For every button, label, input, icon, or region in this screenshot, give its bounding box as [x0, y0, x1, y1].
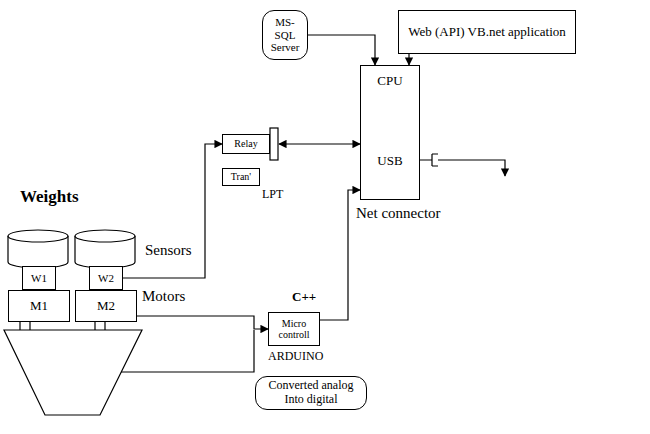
weight-cylinder-top: [75, 230, 135, 242]
node-text: M1: [30, 299, 48, 314]
node-text: Converted analog Into digital: [259, 379, 363, 407]
lpt-port: [270, 128, 278, 160]
usb-wire: [438, 160, 505, 176]
node-text: Micro controll: [272, 318, 316, 341]
node-text: Web (API) VB.net application: [408, 25, 566, 40]
connector: [408, 54, 409, 65]
note-box: Converted analog Into digital: [255, 376, 367, 410]
weight-cylinder-top: [8, 230, 68, 242]
microcontroller-box: Micro controll: [268, 312, 320, 346]
language-label: C++: [292, 290, 316, 304]
node-text: CPU: [377, 74, 402, 89]
connector: [123, 144, 222, 278]
motor-box: M1: [8, 290, 70, 322]
port-label: LPT: [262, 188, 283, 201]
node-text: Relay: [234, 138, 257, 150]
node-text: W1: [31, 272, 47, 285]
application-box: Web (API) VB.net application: [398, 10, 576, 54]
sensor-box: W2: [89, 266, 123, 290]
usb-symbol: [420, 154, 438, 166]
motor-shaft: [104, 322, 105, 330]
connector: [137, 316, 268, 329]
motor-shaft: [94, 322, 95, 330]
node-text: M2: [97, 299, 115, 314]
sensor-wire: [121, 330, 254, 372]
connector: [320, 190, 360, 320]
node-text: USB: [377, 154, 402, 169]
relay-box: Relay: [222, 134, 270, 154]
group-label: Weights: [20, 188, 79, 207]
motor-box: M2: [75, 290, 137, 322]
sensor-box: W1: [22, 266, 56, 290]
part-label: Sensors: [145, 242, 192, 259]
connector: [308, 35, 375, 65]
node-text: Tran': [231, 171, 251, 183]
database-box: MS- SQL Server: [262, 10, 308, 60]
node-text: W2: [98, 272, 114, 285]
transformer-box: Tran': [222, 168, 260, 186]
node-text: MS- SQL Server: [266, 16, 304, 54]
motor-shaft: [29, 322, 30, 330]
cpu-box: CPU USB: [360, 65, 420, 200]
part-label: Motors: [142, 288, 185, 305]
device-label: ARDUINO: [268, 350, 323, 363]
motor-shaft: [19, 322, 20, 330]
connector: [279, 143, 360, 144]
port-label: Net connector: [356, 205, 441, 222]
